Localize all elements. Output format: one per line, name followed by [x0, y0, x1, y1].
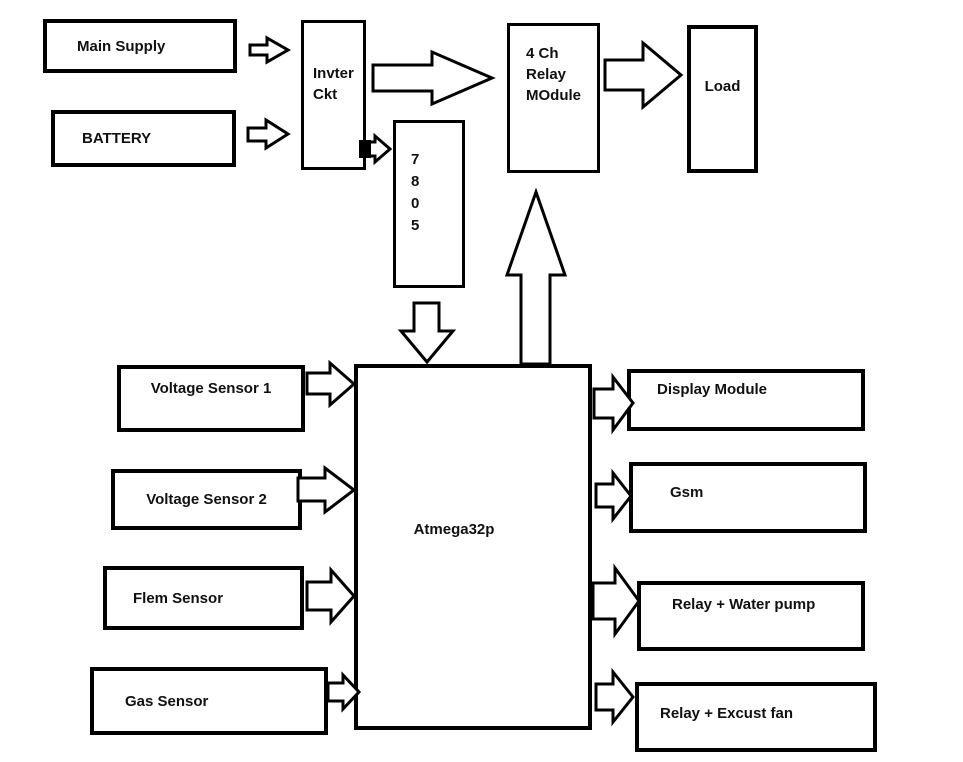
node-voltage-sensor-2-label: Voltage Sensor 2 [146, 491, 267, 508]
arrow-battery-to-inverter-icon [246, 117, 291, 151]
arrow-atmega-to-exhaust-fan-icon [594, 667, 635, 727]
arrow-voltage-sensor-1-to-atmega-icon [305, 359, 357, 409]
node-inverter-ckt: Invter Ckt [301, 20, 366, 170]
node-relay-exhaust-fan: Relay + Excust fan [635, 682, 877, 752]
node-relay-water-pump: Relay + Water pump [637, 581, 865, 651]
node-gsm-label: Gsm [670, 484, 704, 501]
node-7805-digit1: 7 [411, 151, 420, 168]
arrow-7805-to-atmega-icon [397, 301, 457, 365]
node-4ch-relay-module-line3: MOdule [526, 87, 581, 104]
node-flame-sensor-label: Flem Sensor [133, 589, 224, 607]
node-4ch-relay-module: 4 Ch Relay MOdule [507, 23, 600, 173]
arrow-inverter-to-7805-icon [360, 132, 393, 166]
node-atmega32p: Atmega32p [354, 364, 592, 730]
node-display-module-label: Display Module [657, 381, 768, 398]
arrow-atmega-to-relay-module-icon [504, 187, 568, 366]
arrow-voltage-sensor-2-to-atmega-icon [296, 464, 357, 516]
node-inverter-ckt-line2: Ckt [313, 86, 338, 103]
arrow-flame-sensor-to-atmega-icon [305, 566, 357, 626]
node-4ch-relay-module-line1: 4 Ch [526, 45, 559, 62]
node-voltage-sensor-2: Voltage Sensor 2 [111, 469, 302, 530]
node-7805-digit4: 5 [411, 217, 420, 234]
node-load-label: Load [704, 78, 741, 95]
node-relay-water-pump-label: Relay + Water pump [672, 596, 816, 613]
node-4ch-relay-module-line2: Relay [526, 66, 567, 83]
node-gas-sensor: Gas Sensor [90, 667, 328, 735]
node-relay-exhaust-fan-label: Relay + Excust fan [660, 705, 793, 722]
arrow-atmega-to-gsm-icon [594, 468, 633, 524]
node-gas-sensor-label: Gas Sensor [125, 692, 209, 710]
node-battery: BATTERY [51, 110, 236, 167]
node-atmega32p-label: Atmega32p [413, 520, 495, 538]
arrow-inverter-to-relay-module-icon [371, 49, 496, 107]
node-display-module: Display Module [627, 369, 865, 431]
node-7805-digit3: 0 [411, 195, 420, 212]
node-main-supply: Main Supply [43, 19, 237, 73]
arrow-atmega-to-water-pump-icon [591, 563, 641, 639]
node-inverter-ckt-line1: Invter [313, 65, 354, 82]
node-main-supply-label: Main Supply [77, 37, 166, 55]
node-battery-label: BATTERY [82, 130, 152, 147]
node-load: Load [687, 25, 758, 173]
node-7805-regulator: 7 8 0 5 [393, 120, 465, 288]
node-flame-sensor: Flem Sensor [103, 566, 304, 630]
node-voltage-sensor-1-label: Voltage Sensor 1 [150, 380, 272, 397]
arrow-main-supply-to-inverter-icon [248, 35, 292, 65]
node-voltage-sensor-1: Voltage Sensor 1 [117, 365, 305, 432]
node-gsm: Gsm [629, 462, 867, 533]
node-7805-digit2: 8 [411, 173, 420, 190]
arrow-relay-module-to-load-icon [603, 39, 684, 111]
